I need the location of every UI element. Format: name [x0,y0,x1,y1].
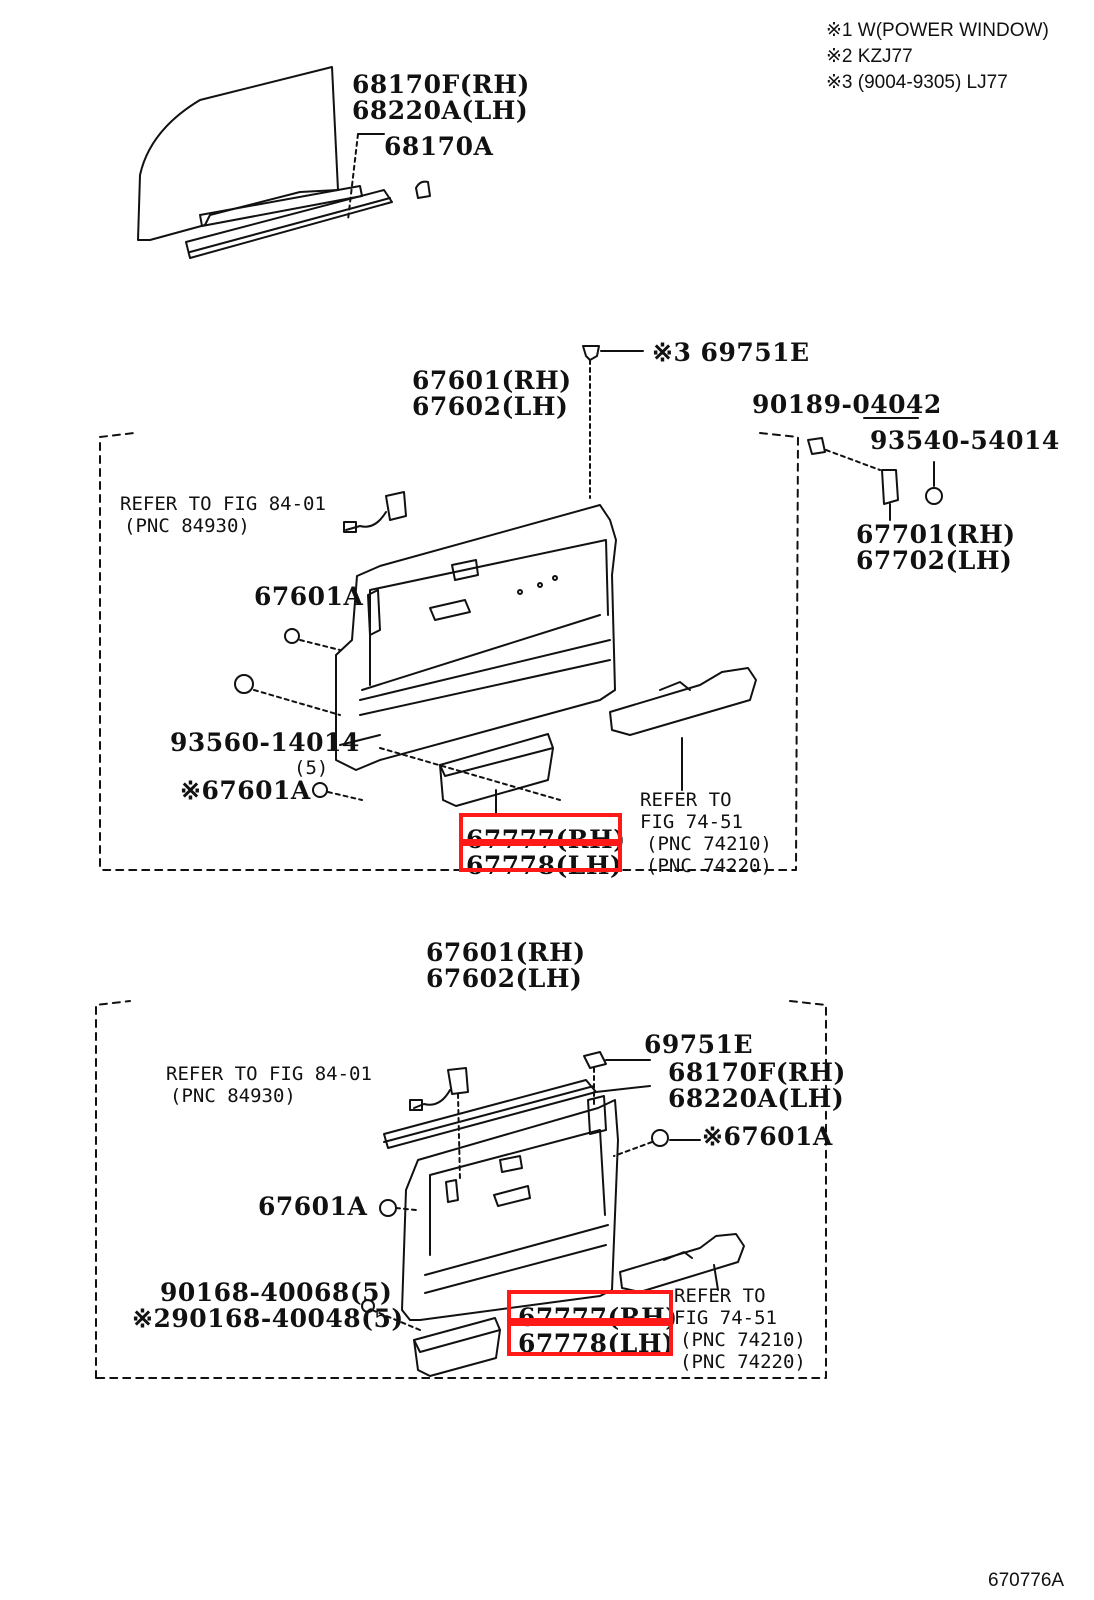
upper-refer-armrest-3: (PNC 74210) [646,833,772,855]
upper-pocket-lh-highlight [459,842,622,872]
lower-clip-left-label[interactable]: 67601A [258,1192,368,1221]
note-1: ※1 W(POWER WINDOW) [826,20,1049,41]
figure-code: 670776A [988,1570,1065,1591]
upper-refer-switch-2: (PNC 84930) [124,515,250,537]
upper-armrest-rh[interactable]: 67701(RH) [856,520,1016,549]
upper-panel-illustration [99,345,943,871]
upper-clip-2-label[interactable]: ※67601A [180,776,311,805]
upper-clip-top-label[interactable]: ※3 69751E [652,338,810,367]
lower-pocket-rh-highlight [507,1290,673,1322]
upper-refer-armrest-1[interactable]: REFER TO [640,789,732,811]
lower-panel-title-lh[interactable]: 67602(LH) [426,964,583,993]
lower-weather-lh[interactable]: 68220A(LH) [668,1084,845,1113]
lower-refer-switch-1[interactable]: REFER TO FIG 84-01 [166,1063,372,1085]
lower-clip-top-label[interactable]: 69751E [644,1030,754,1059]
note-2: ※2 KZJ77 [826,46,913,67]
note-3: ※3 (9004-9305) LJ77 [826,72,1008,93]
upper-panel-title-rh[interactable]: 67601(RH) [412,366,572,395]
door-glass-illustration [137,66,431,259]
weatherstrip-part[interactable]: 68170A [384,132,494,161]
lower-refer-armrest-2[interactable]: FIG 74-51 [674,1307,777,1329]
lower-refer-armrest-1[interactable]: REFER TO [674,1285,766,1307]
upper-clip-1-label[interactable]: 67601A [254,582,364,611]
upper-pocket-lh[interactable]: 67778(LH) [466,851,623,880]
upper-refer-armrest-2[interactable]: FIG 74-51 [640,811,743,833]
lower-screw-2-label[interactable]: ※290168-40048(5) [132,1304,404,1333]
lower-pocket-lh[interactable]: 67778(LH) [518,1329,675,1358]
lower-panel-title-rh[interactable]: 67601(RH) [426,938,586,967]
upper-pocket-rh-highlight [459,813,622,843]
lower-pocket-lh-highlight [507,1322,673,1356]
upper-panel-title-lh[interactable]: 67602(LH) [412,392,569,421]
upper-clip-2-qty: (5) [294,757,329,779]
lower-screw-1-label[interactable]: 90168-40068(5) [160,1278,393,1307]
lower-panel-illustration [95,1000,827,1379]
glass-part-rh[interactable]: 68170F(RH) [352,70,530,99]
lower-weather-rh[interactable]: 68170F(RH) [668,1058,846,1087]
upper-refer-switch-1[interactable]: REFER TO FIG 84-01 [120,493,326,515]
upper-refer-armrest-4: (PNC 74220) [646,855,772,877]
upper-cap-label[interactable]: 93540-54014 [870,426,1060,455]
upper-screw-label[interactable]: 90189-04042 [752,390,942,419]
lower-refer-armrest-4: (PNC 74220) [680,1351,806,1373]
upper-nut-label[interactable]: 93560-14014 [170,728,360,757]
lower-refer-armrest-3: (PNC 74210) [680,1329,806,1351]
glass-part-lh[interactable]: 68220A(LH) [352,96,529,125]
lower-clip-right-label[interactable]: ※67601A [702,1122,833,1151]
lower-refer-switch-2: (PNC 84930) [170,1085,296,1107]
upper-armrest-lh[interactable]: 67702(LH) [856,546,1013,575]
